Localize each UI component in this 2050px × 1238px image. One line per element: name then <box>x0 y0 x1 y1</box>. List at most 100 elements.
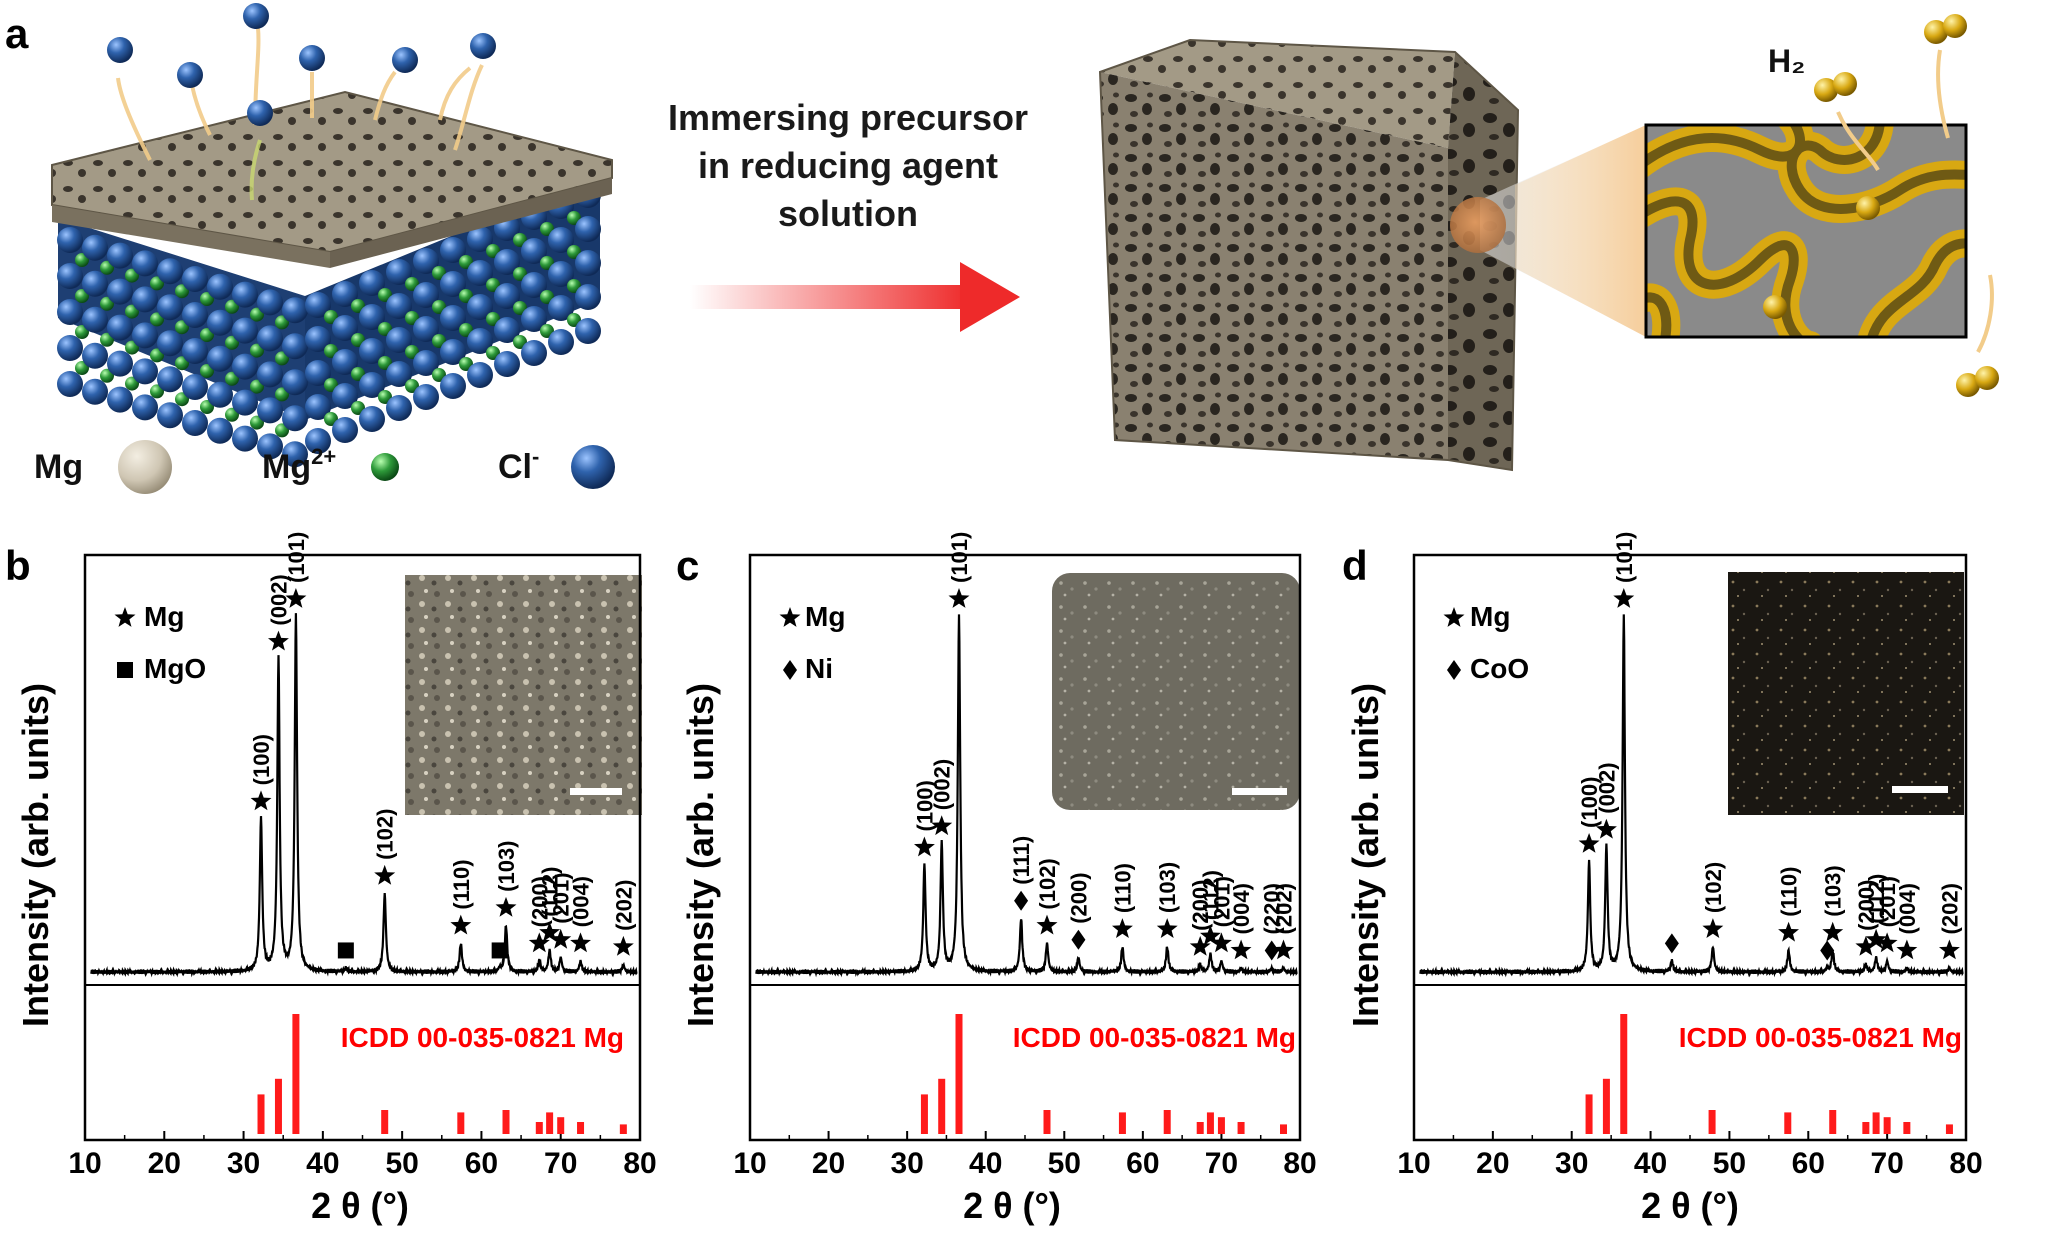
panel-b-legend-marker-0 <box>114 607 136 627</box>
cl-ion <box>359 372 385 398</box>
released-ions <box>107 3 496 201</box>
panel-a-label: a <box>5 10 29 57</box>
cl-ion <box>157 258 183 285</box>
cl-ion <box>107 314 133 341</box>
panel-b-ref-bar-1 <box>274 1078 282 1134</box>
panel-c-peak-marker-10 <box>1211 932 1232 953</box>
cl-ion <box>57 299 83 325</box>
cl-ion <box>359 304 385 330</box>
cl-ion <box>359 270 385 296</box>
panel-b-peak-label-1: (002) <box>266 574 291 625</box>
cl-ion <box>494 351 520 377</box>
panel-c-ylabel: Intensity (arb. units) <box>680 683 721 1027</box>
panel-d-peak-label-10: (201) <box>1875 876 1900 927</box>
cl-ion <box>182 410 208 436</box>
panel-b-xtick-label: 30 <box>227 1147 260 1180</box>
panel-b-xtick-label: 80 <box>623 1147 656 1180</box>
panel-c-label: c <box>676 542 699 589</box>
panel-b-peak-label-8: (200) <box>527 876 552 927</box>
cl-ion <box>207 417 233 444</box>
panel-b-legend-marker-1 <box>117 662 133 678</box>
panel-b-peak-marker-10 <box>550 928 572 949</box>
panel-c-peak-marker-11 <box>1230 939 1252 960</box>
cl-ion <box>440 271 466 297</box>
cl-ion <box>82 378 108 405</box>
panel-d-xtick-label: 80 <box>1949 1147 1982 1180</box>
panel-c-ref-bar-7 <box>1206 1112 1214 1134</box>
panel-a-schematic: a <box>5 3 1999 494</box>
panel-d-ref-bar-1 <box>1602 1078 1610 1134</box>
panel-c-peak-marker-4 <box>1036 914 1058 935</box>
panel-c-peak-marker-12 <box>1264 940 1279 961</box>
cl-ion <box>413 248 439 274</box>
panel-b-ref-bar-6 <box>535 1122 543 1134</box>
panel-d-peak-label-8: (200) <box>1854 880 1879 931</box>
cl-ion <box>82 342 108 369</box>
cl-ion <box>440 237 466 263</box>
panel-d-ref-bar-2 <box>1620 1014 1628 1134</box>
panel-d-peak-label-11: (004) <box>1895 883 1920 934</box>
cl-ion <box>132 250 158 277</box>
panel-c-peak-label-10: (201) <box>1209 876 1234 927</box>
panel-c-peak-label-2: (101) <box>947 532 972 583</box>
cl-ion <box>521 340 547 366</box>
cl-ion <box>82 234 108 261</box>
cl-ion <box>232 317 258 344</box>
panel-c-ref-bar-2 <box>955 1014 963 1134</box>
panel-c-inset-photo <box>1052 573 1300 810</box>
panel-d-ylabel: Intensity (arb. units) <box>1345 683 1386 1027</box>
panel-c-legend-marker-1 <box>783 660 797 680</box>
panel-c-xtick-label: 30 <box>890 1147 923 1180</box>
panel-d-peak-marker-7 <box>1822 921 1844 942</box>
panel-b-ref-bar-0 <box>257 1094 265 1134</box>
panel-d-peak-label-7: (103) <box>1821 865 1846 916</box>
panel-d-xtick-label: 30 <box>1555 1147 1588 1180</box>
cl-ion <box>440 305 466 331</box>
panel-b-peak-marker-9 <box>539 921 561 942</box>
panel-d-peak-marker-3 <box>1664 933 1679 954</box>
panel-c-ref-bar-6 <box>1196 1122 1204 1134</box>
cl-ion <box>413 350 439 376</box>
panel-d-xtick-label: 10 <box>1397 1147 1430 1180</box>
cl-ion <box>332 315 358 341</box>
panel-c-ref-bar-4 <box>1118 1112 1126 1134</box>
panel-b-peak-label-7: (103) <box>494 840 519 891</box>
panel-b-ref-bar-10 <box>619 1124 627 1134</box>
cl-ion <box>521 238 547 264</box>
panel-c-peak-marker-2 <box>948 588 970 608</box>
process-text-3: solution <box>778 193 918 234</box>
cl-ion <box>494 283 520 309</box>
panel-c-peak-marker-1 <box>931 815 953 836</box>
panel-b-ref-bar-9 <box>577 1122 585 1134</box>
cl-ion <box>282 333 308 360</box>
cl-ion <box>359 338 385 364</box>
cl-ion <box>132 394 158 421</box>
zoom-spot <box>1450 197 1506 253</box>
cl-ion <box>575 250 601 276</box>
cl-ion <box>386 327 412 353</box>
panel-d-peak-label-1: (002) <box>1594 762 1619 813</box>
legend-mg2-label: Mg2+ <box>262 444 336 486</box>
panel-d-ref-bar-5 <box>1829 1110 1837 1134</box>
panel-b-peak-label-2: (101) <box>284 532 309 583</box>
panel-c-peak-label-8: (200) <box>1188 880 1213 931</box>
panel-b-peak-marker-0 <box>250 790 272 811</box>
panel-b-ref-label: ICDD 00-035-0821 Mg <box>341 1022 624 1053</box>
panel-d-xtick-label: 50 <box>1713 1147 1746 1180</box>
cl-ion <box>386 395 412 421</box>
zoom-inset <box>1644 123 1968 339</box>
cl-ion <box>548 227 574 253</box>
panel-b-peak-label-12: (202) <box>611 880 636 931</box>
panel-c-legend-marker-0 <box>779 607 801 627</box>
panel-d-peak-label-4: (102) <box>1701 862 1726 913</box>
cl-ion <box>305 394 331 420</box>
cl-ion <box>207 309 233 336</box>
panel-d-ref-bar-8 <box>1883 1117 1891 1134</box>
panel-c-ref-bar-8 <box>1217 1117 1225 1134</box>
panel-d-peak-label-2: (101) <box>1612 532 1637 583</box>
panel-d-xlabel: 2 θ (°) <box>1641 1185 1739 1226</box>
cl-ion-swatch <box>571 445 615 489</box>
